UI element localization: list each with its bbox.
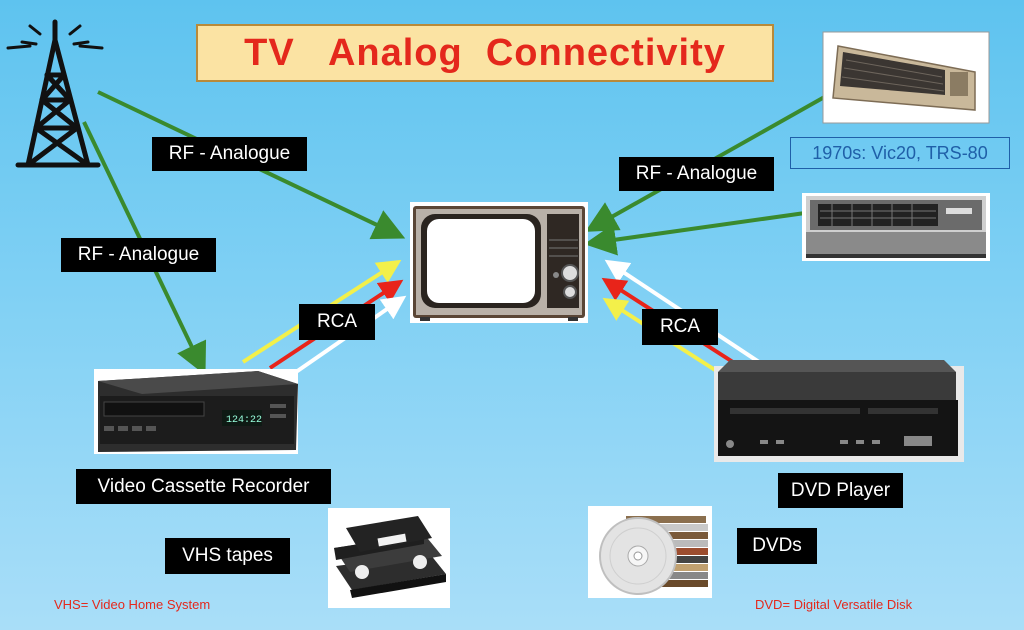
vhs-footnote: VHS= Video Home System — [54, 597, 211, 612]
rf-analogue-label-top: RF - Analogue — [152, 137, 307, 171]
vcr-label: Video Cassette Recorder — [76, 469, 331, 504]
page-title: TV Analog Connectivity — [196, 24, 774, 82]
dvd-player-label: DVD Player — [778, 473, 903, 508]
computer-keyboard-icon — [822, 31, 990, 124]
rf-analogue-label-mid: RF - Analogue — [61, 238, 216, 272]
dvd-player-icon — [714, 360, 964, 462]
computer-keyboard-icon — [802, 193, 990, 261]
vcr-icon: 124:22 — [94, 369, 298, 454]
rca-label-right: RCA — [642, 309, 718, 345]
vhs-tapes-label: VHS tapes — [165, 538, 290, 574]
rf-analogue-label-right: RF - Analogue — [619, 157, 774, 191]
dvd-footnote: DVD= Digital Versatile Disk — [755, 597, 913, 612]
dvd-discs-icon — [588, 506, 712, 598]
computer-note: 1970s: Vic20, TRS-80 — [790, 137, 1010, 169]
antenna-tower-icon — [6, 19, 104, 168]
dvds-label: DVDs — [737, 528, 817, 564]
vhs-tapes-icon — [328, 508, 450, 608]
television-icon — [410, 202, 588, 323]
svg-text:124:22: 124:22 — [226, 415, 262, 426]
rca-label-left: RCA — [299, 304, 375, 340]
